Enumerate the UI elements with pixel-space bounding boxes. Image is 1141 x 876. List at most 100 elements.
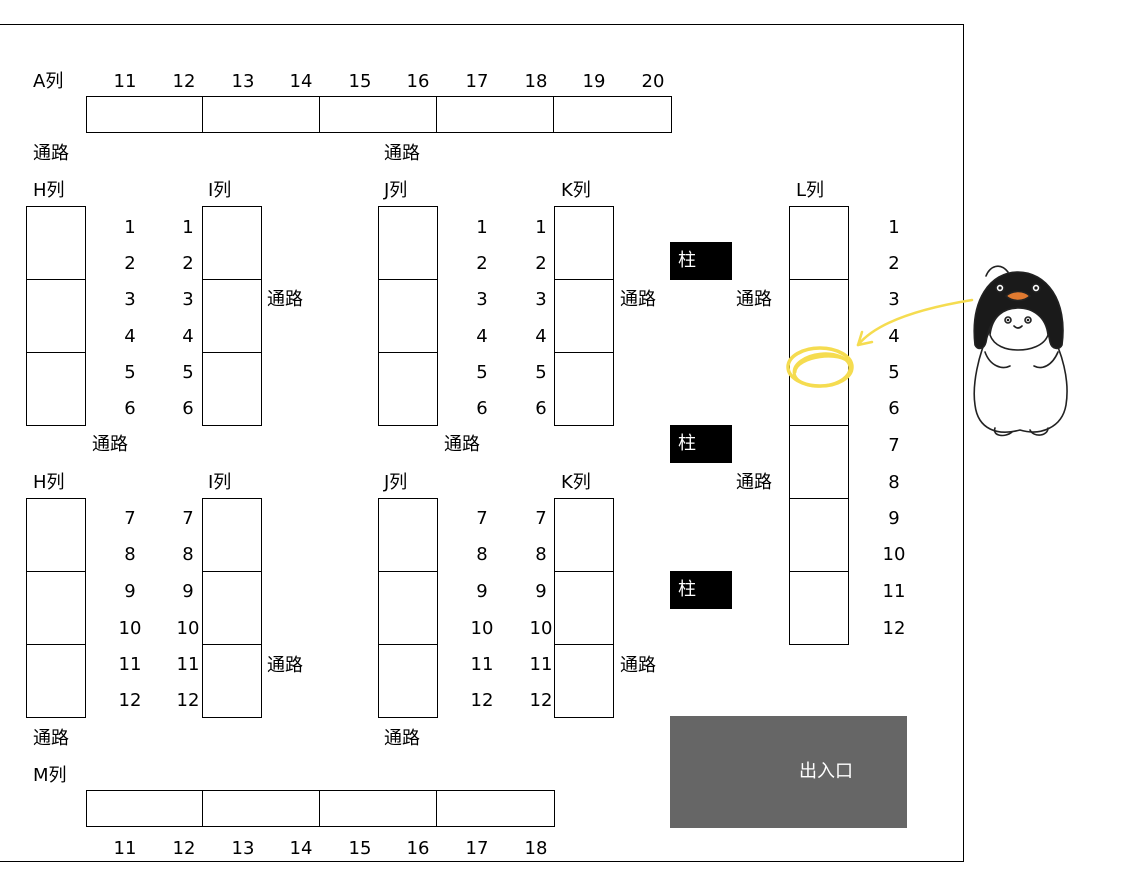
aisle-label: 通路 [267, 655, 303, 676]
seat-number: 12 [882, 618, 906, 639]
aisle-label: 通路 [384, 143, 420, 164]
seat-number: 5 [182, 362, 194, 383]
seat-number: 8 [476, 544, 488, 565]
aisle-label: 通路 [267, 289, 303, 310]
seat-number: 1 [535, 217, 547, 238]
table-a-15-16[interactable] [319, 96, 438, 133]
seat-number: 19 [582, 71, 606, 92]
table-j-1-2[interactable] [378, 206, 438, 281]
row-label-a: A列 [33, 71, 64, 92]
seat-number: 12 [176, 690, 200, 711]
seat-number: 11 [470, 654, 494, 675]
table-l-9-10[interactable] [789, 498, 849, 573]
seat-number: 9 [535, 581, 547, 602]
row-label-j: J列 [384, 472, 408, 493]
table-h-3-4[interactable] [26, 279, 86, 354]
penguin-character-icon [973, 265, 1068, 437]
seat-number: 18 [524, 71, 548, 92]
seat-number: 11 [176, 654, 200, 675]
table-h-11-12[interactable] [26, 644, 86, 718]
seat-number: 3 [888, 289, 900, 310]
seat-number: 2 [476, 253, 488, 274]
row-label-l: L列 [796, 180, 825, 201]
aisle-label: 通路 [384, 728, 420, 749]
aisle-label: 通路 [620, 289, 656, 310]
table-k-3-4[interactable] [554, 279, 614, 354]
table-j-11-12[interactable] [378, 644, 438, 718]
table-m-11-12[interactable] [86, 790, 204, 827]
table-j-5-6[interactable] [378, 352, 438, 426]
seat-number: 5 [124, 362, 136, 383]
seat-number: 1 [476, 217, 488, 238]
seat-number: 6 [182, 398, 194, 419]
seat-number: 1 [888, 217, 900, 238]
seat-number: 7 [535, 508, 547, 529]
seat-number: 2 [182, 253, 194, 274]
seat-number: 3 [124, 289, 136, 310]
aisle-label: 通路 [33, 143, 69, 164]
table-a-19-20[interactable] [553, 96, 672, 133]
table-l-11-12[interactable] [789, 571, 849, 645]
seat-number: 11 [118, 654, 142, 675]
table-h-1-2[interactable] [26, 206, 86, 281]
table-i-5-6[interactable] [202, 352, 262, 426]
highlight-circle-icon [786, 346, 854, 388]
table-m-17-18[interactable] [436, 790, 555, 827]
table-j-7-8[interactable] [378, 498, 438, 573]
table-h-5-6[interactable] [26, 352, 86, 426]
venue-outline [0, 24, 964, 862]
seat-number: 15 [348, 838, 372, 859]
row-label-k: K列 [561, 472, 591, 493]
row-label-i: I列 [208, 180, 232, 201]
table-k-9-10[interactable] [554, 571, 614, 646]
table-a-13-14[interactable] [202, 96, 321, 133]
aisle-label: 通路 [92, 434, 128, 455]
aisle-label: 通路 [444, 434, 480, 455]
seat-number: 2 [535, 253, 547, 274]
aisle-label: 通路 [736, 289, 772, 310]
row-label-m: M列 [33, 765, 67, 786]
seat-number: 10 [882, 544, 906, 565]
seat-number: 7 [476, 508, 488, 529]
seat-number: 1 [124, 217, 136, 238]
seat-number: 5 [888, 362, 900, 383]
table-h-7-8[interactable] [26, 498, 86, 573]
seat-number: 3 [535, 289, 547, 310]
seat-number: 7 [124, 508, 136, 529]
seat-number: 4 [124, 326, 136, 347]
seat-number: 18 [524, 838, 548, 859]
seat-number: 8 [888, 472, 900, 493]
seat-number: 12 [470, 690, 494, 711]
seat-number: 8 [124, 544, 136, 565]
seat-number: 10 [118, 618, 142, 639]
seat-number: 11 [113, 71, 137, 92]
seat-number: 6 [535, 398, 547, 419]
seat-number: 9 [476, 581, 488, 602]
seat-number: 9 [182, 581, 194, 602]
pillar: 柱 [670, 242, 732, 280]
seat-number: 8 [182, 544, 194, 565]
row-label-k: K列 [561, 180, 591, 201]
table-l-7-8[interactable] [789, 425, 849, 500]
table-i-9-10[interactable] [202, 571, 262, 646]
table-k-11-12[interactable] [554, 644, 614, 718]
aisle-label: 通路 [620, 655, 656, 676]
seat-number: 6 [124, 398, 136, 419]
table-j-3-4[interactable] [378, 279, 438, 354]
table-i-1-2[interactable] [202, 206, 262, 281]
table-i-7-8[interactable] [202, 498, 262, 573]
seat-number: 15 [348, 71, 372, 92]
seat-number: 2 [124, 253, 136, 274]
table-a-17-18[interactable] [436, 96, 555, 133]
table-i-11-12[interactable] [202, 644, 262, 718]
table-l-1-2[interactable] [789, 206, 849, 281]
seat-number: 6 [476, 398, 488, 419]
table-k-5-6[interactable] [554, 352, 614, 426]
table-k-7-8[interactable] [554, 498, 614, 573]
seat-number: 3 [182, 289, 194, 310]
seat-number: 4 [182, 326, 194, 347]
table-k-1-2[interactable] [554, 206, 614, 281]
table-m-15-16[interactable] [319, 790, 438, 827]
seat-number: 14 [289, 71, 313, 92]
